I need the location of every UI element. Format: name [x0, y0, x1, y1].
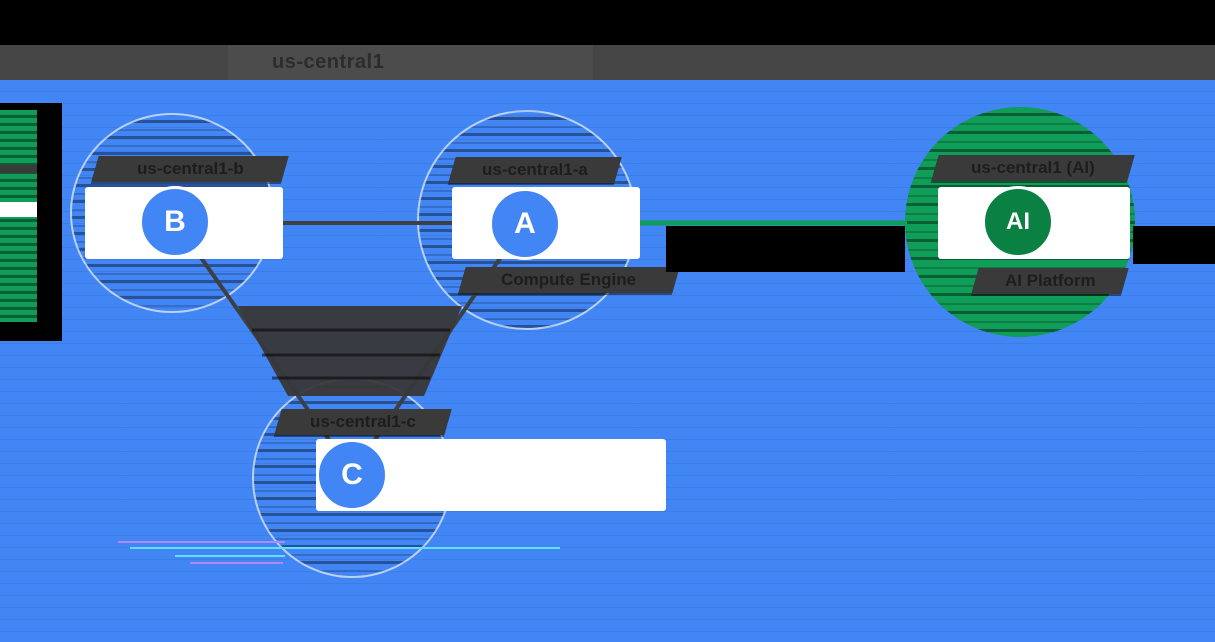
zone-sublabel-ai-text: AI Platform — [1004, 271, 1096, 290]
node-badge-c: C — [316, 439, 388, 511]
zone-label-b-text: us-central1-b — [136, 159, 244, 178]
zone-label-c: us-central1-c — [274, 409, 452, 435]
zone-sublabel-a: Compute Engine — [458, 267, 680, 293]
glitch-left-gray-chip — [0, 165, 37, 173]
zone-label-c-text: us-central1-c — [310, 412, 416, 431]
node-badge-a: A — [489, 188, 561, 260]
zone-sublabel-ai: AI Platform — [971, 268, 1129, 294]
glitch-black-rect — [1133, 226, 1215, 264]
region-title-band — [0, 45, 1215, 80]
node-badge-b-letter: B — [164, 205, 186, 238]
glitch-black-rect — [666, 226, 905, 272]
node-badge-ai-letter: AI — [1006, 208, 1030, 235]
region-title: us-central1 — [272, 51, 385, 73]
zone-sublabel-a-text: Compute Engine — [501, 270, 637, 289]
node-badge-ai: AI — [982, 186, 1054, 258]
glitch-left-white-chip — [0, 202, 37, 217]
zone-label-ai-text: us-central1 (AI) — [971, 158, 1095, 177]
zone-label-a: us-central1-a — [448, 157, 622, 183]
node-badge-c-letter: C — [341, 458, 363, 491]
zone-label-a-text: us-central1-a — [482, 160, 588, 179]
node-badge-a-letter: A — [514, 207, 536, 240]
node-badge-b: B — [139, 186, 211, 258]
zone-label-b: us-central1-b — [91, 156, 289, 182]
zone-label-ai: us-central1 (AI) — [931, 155, 1135, 181]
region-title-band-highlight — [228, 45, 593, 80]
